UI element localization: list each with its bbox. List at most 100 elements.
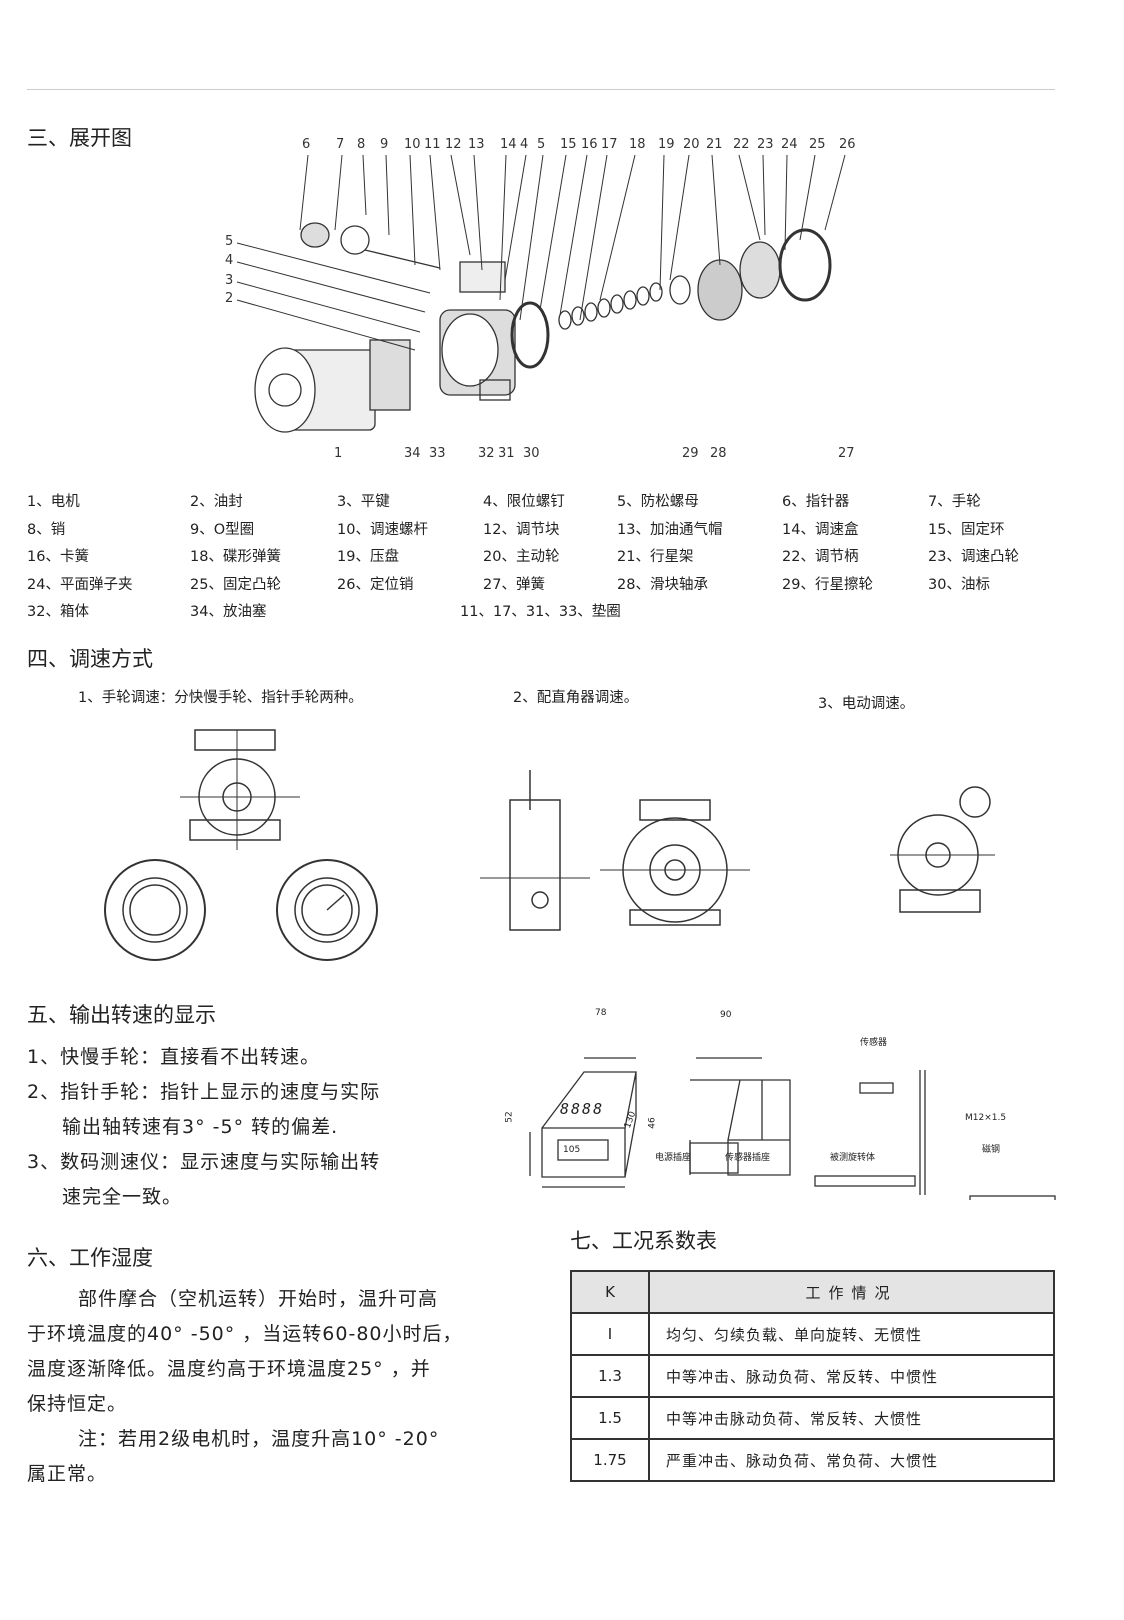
section5-title: 五、输出转速的显示 bbox=[27, 1003, 216, 1027]
callout-top: 9 bbox=[380, 137, 389, 152]
callout-top: 5 bbox=[537, 137, 546, 152]
handwheel-parts bbox=[300, 222, 506, 293]
dim-52: 52 bbox=[504, 1111, 515, 1123]
callout-top: 14 bbox=[500, 137, 517, 152]
callout-left: 2 bbox=[225, 291, 234, 306]
callout-top: 17 bbox=[601, 137, 618, 152]
magnet-label: 磁钢 bbox=[982, 1145, 1001, 1155]
k-value: I bbox=[570, 1312, 650, 1356]
callout-left: 4 bbox=[225, 253, 234, 268]
dim-105: 105 bbox=[563, 1145, 581, 1155]
callout-top: 8 bbox=[357, 137, 366, 152]
part-item: 21、行星架 bbox=[617, 549, 694, 565]
condition: 中等冲击脉动负荷、常反转、大惯性 bbox=[648, 1396, 1055, 1440]
part-item: 28、滑块轴承 bbox=[617, 577, 708, 593]
header-k: K bbox=[570, 1270, 650, 1314]
temp-line-1: 部件摩合（空机运转）开始时，温升可高 bbox=[78, 1288, 439, 1310]
callout-top: 13 bbox=[468, 137, 485, 152]
part-item: 34、放油塞 bbox=[190, 604, 267, 620]
tachometer-drawings bbox=[529, 1057, 1056, 1200]
part-item: 30、油标 bbox=[928, 577, 990, 593]
sensor-label: 传感器 bbox=[860, 1038, 888, 1048]
temp-line-2: 于环境温度的40° -50° ，当运转60-80小时后， bbox=[27, 1323, 463, 1345]
part-item: 1、电机 bbox=[27, 494, 80, 510]
part-item: 13、加油通气帽 bbox=[617, 522, 723, 538]
rotor-label: 被测旋转体 bbox=[830, 1153, 876, 1163]
callout-bottom: 32 bbox=[478, 446, 495, 461]
callout-bottom: 30 bbox=[523, 446, 540, 461]
callout-top: 19 bbox=[658, 137, 675, 152]
section7-title: 七、工况系数表 bbox=[570, 1229, 717, 1253]
callout-top: 25 bbox=[809, 137, 826, 152]
part-item: 2、油封 bbox=[190, 494, 243, 510]
callout-bottom: 34 bbox=[404, 446, 421, 461]
temp-line-4: 保持恒定。 bbox=[27, 1393, 128, 1415]
condition: 严重冲击、脉动负荷、常负荷、大惯性 bbox=[648, 1438, 1055, 1482]
part-item: 3、平键 bbox=[337, 494, 390, 510]
callout-bottom: 29 bbox=[682, 446, 699, 461]
part-item: 14、调速盒 bbox=[782, 522, 859, 538]
callout-bottom: 1 bbox=[334, 446, 343, 461]
callout-top: 10 bbox=[404, 137, 421, 152]
dim-46: 46 bbox=[647, 1117, 658, 1129]
speed-method-2: 2、配直角器调速。 bbox=[513, 690, 639, 706]
callout-left: 3 bbox=[225, 273, 234, 288]
callout-top: 18 bbox=[629, 137, 646, 152]
part-item: 32、箱体 bbox=[27, 604, 89, 620]
callout-top: 23 bbox=[757, 137, 774, 152]
display-line-3: 输出轴转速有3° -5° 转的偏差. bbox=[62, 1116, 339, 1138]
callout-top: 11 bbox=[424, 137, 441, 152]
handwheel-reducer-drawing bbox=[180, 729, 300, 850]
speed-method-3: 3、电动调速。 bbox=[818, 696, 915, 712]
temp-line-6: 属正常。 bbox=[27, 1463, 108, 1485]
part-item: 16、卡簧 bbox=[27, 549, 89, 565]
part-item: 18、碟形弹簧 bbox=[190, 549, 281, 565]
part-item: 20、主动轮 bbox=[483, 549, 560, 565]
callout-top: 16 bbox=[581, 137, 598, 152]
part-item: 11、17、31、33、垫圈 bbox=[460, 604, 621, 620]
thread-label: M12×1.5 bbox=[965, 1113, 1007, 1123]
speed-method-1: 1、手轮调速：分快慢手轮、指针手轮两种。 bbox=[78, 690, 363, 706]
part-item: 19、压盘 bbox=[337, 549, 399, 565]
header-condition: 工作情况 bbox=[648, 1270, 1055, 1314]
callout-bottom: 31 bbox=[498, 446, 515, 461]
part-item: 24、平面弹子夹 bbox=[27, 577, 133, 593]
callout-top: 24 bbox=[781, 137, 798, 152]
dim-90: 90 bbox=[720, 1010, 732, 1020]
display-line-2: 2、指针手轮：指针上显示的速度与实际 bbox=[27, 1081, 381, 1103]
condition: 均匀、匀续负载、单向旋转、无惯性 bbox=[648, 1312, 1055, 1356]
motor bbox=[254, 339, 411, 433]
callout-top: 21 bbox=[706, 137, 723, 152]
part-item: 22、调节柄 bbox=[782, 549, 859, 565]
k-value: 1.5 bbox=[570, 1396, 650, 1440]
pointer-handwheel-icon bbox=[276, 859, 378, 961]
part-item: 25、固定凸轮 bbox=[190, 577, 281, 593]
right-angle-front-drawing bbox=[600, 799, 750, 926]
section4-title: 四、调速方式 bbox=[27, 647, 153, 671]
part-item: 26、定位销 bbox=[337, 577, 414, 593]
part-item: 29、行星擦轮 bbox=[782, 577, 873, 593]
part-item: 10、调速螺杆 bbox=[337, 522, 428, 538]
callout-top: 15 bbox=[560, 137, 577, 152]
speed-method-drawings bbox=[104, 729, 995, 961]
part-item: 23、调速凸轮 bbox=[928, 549, 1019, 565]
sensor-socket-label: 传感器插座 bbox=[725, 1153, 771, 1163]
gearbox-housing bbox=[439, 309, 516, 401]
callout-top: 6 bbox=[302, 137, 311, 152]
callout-left: 5 bbox=[225, 234, 234, 249]
callout-top: 4 bbox=[520, 137, 529, 152]
callout-top: 7 bbox=[336, 137, 345, 152]
power-socket-label: 电源插座 bbox=[655, 1153, 692, 1163]
section3-title: 三、展开图 bbox=[27, 126, 132, 150]
display-line-5: 速完全一致。 bbox=[62, 1186, 183, 1208]
part-item: 5、防松螺母 bbox=[617, 494, 699, 510]
gear-rings bbox=[510, 275, 691, 369]
right-angle-drawing bbox=[480, 770, 590, 931]
digital-display: 8888 bbox=[560, 1100, 605, 1118]
